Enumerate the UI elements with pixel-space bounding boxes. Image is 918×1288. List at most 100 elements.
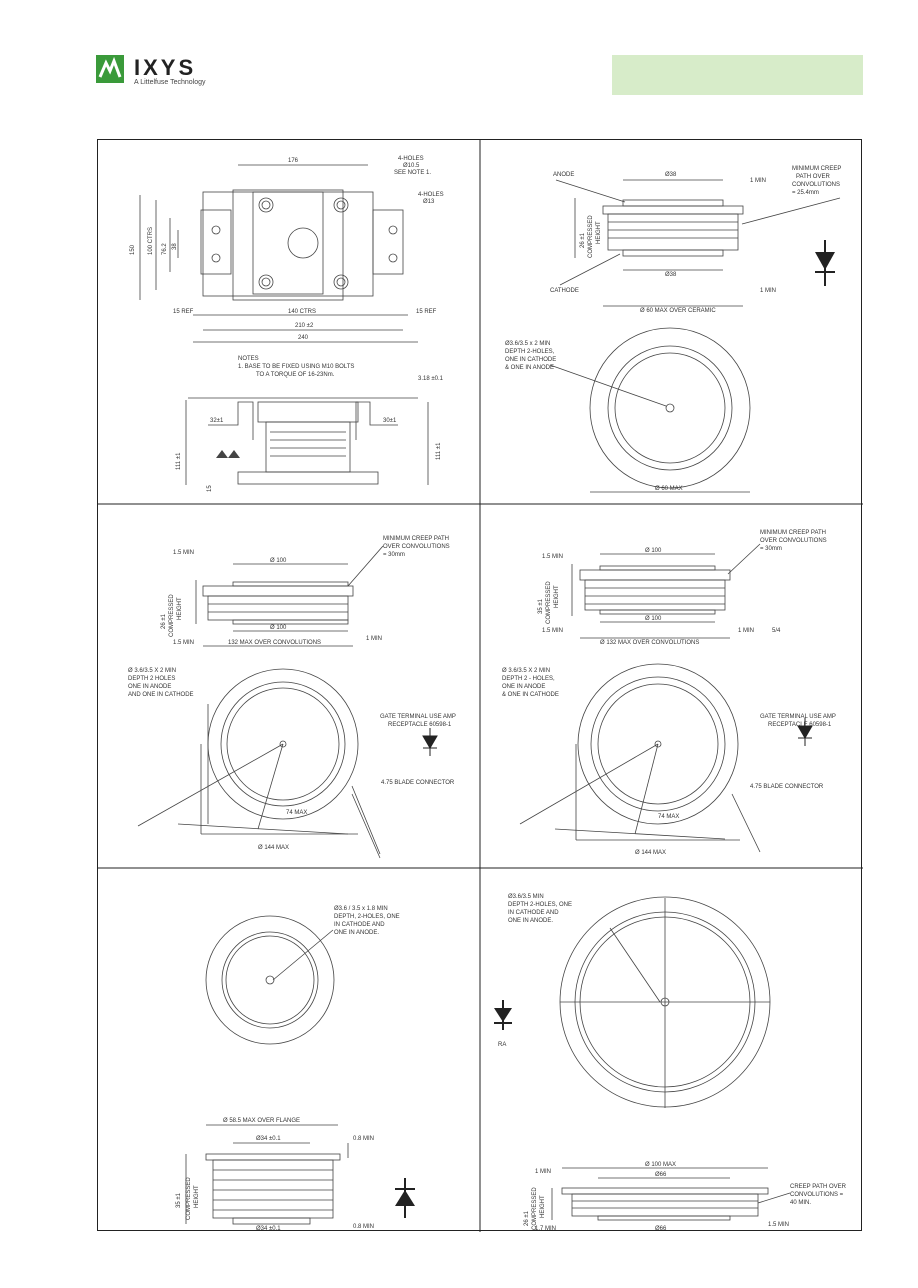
d4-creep-1: MINIMUM CREEP PATH <box>760 530 826 536</box>
d1-top-dim: 176 <box>288 158 299 164</box>
d2-min1: 1 MIN <box>750 178 766 184</box>
d2-ceramic: Ø 60 MAX OVER CERAMIC <box>640 308 716 314</box>
d1-ref-right: 15 REF <box>416 309 437 315</box>
d1-left-100: 100 CTRS <box>148 227 154 255</box>
d5-top-dia: Ø34 ±0.1 <box>256 1136 281 1142</box>
d6-hole-3: IN CATHODE AND <box>508 910 559 916</box>
d3-hole-2: DEPTH 2 HOLES <box>128 676 175 682</box>
d2-hole-2: DEPTH 2-HOLES, <box>505 349 555 355</box>
d3-hole-1: Ø 3.6/3.5 X 2 MIN <box>128 668 176 674</box>
d1-see-note: SEE NOTE 1. <box>394 170 431 176</box>
d1-dim-318: 3.18 ±0.1 <box>418 376 444 382</box>
d3-hole-4: AND ONE IN CATHODE <box>128 692 194 698</box>
d5-hole-2: DEPTH, 2-HOLES, ONE <box>334 914 400 920</box>
d1-dim-111-right: 111 ±1 <box>436 442 442 460</box>
header-band <box>612 55 863 95</box>
d2-creep-4: = 25.4mm <box>792 190 819 196</box>
d4-bottom-dia: Ø 100 <box>645 616 662 622</box>
d5-min08b: 0.8 MIN <box>353 1224 374 1230</box>
d4-h2: COMPRESSED <box>546 581 552 624</box>
d2-hole-4: & ONE IN ANODE <box>505 365 554 371</box>
d5-hole-4: ONE IN ANODE. <box>334 930 379 936</box>
d4-h1: 35 ±1 <box>538 598 544 614</box>
drawing-disc-100: Ø3.6/3.5 MIN DEPTH 2-HOLES, ONE IN CATHO… <box>480 868 863 1232</box>
d1-holes-b: 4-HOLES <box>418 192 444 198</box>
d2-creep-3: CONVOLUTIONS <box>792 182 840 188</box>
d4-hole-4: & ONE IN CATHODE <box>502 692 559 698</box>
d4-min1: 1 MIN <box>738 628 754 634</box>
d5-h3: HEIGHT <box>194 1185 200 1208</box>
d2-bottom-dia: Ø38 <box>665 272 677 278</box>
d4-gate-1: GATE TERMINAL USE AMP <box>760 714 836 720</box>
d1-dim-111-left: 111 ±1 <box>176 452 182 470</box>
d6-outer-dia: Ø 100 MAX <box>645 1162 676 1168</box>
d4-min15b: 1.5 MIN <box>542 628 563 634</box>
drawing-disc-58: Ø3.6 / 3.5 x 1.8 MIN DEPTH, 2-HOLES, ONE… <box>98 868 480 1232</box>
d6-min1: 1 MIN <box>535 1169 551 1175</box>
d2-height-3: HEIGHT <box>596 221 602 244</box>
d3-min15a: 1.5 MIN <box>173 550 194 556</box>
drawing-disc-60: ANODE Ø38 1 MIN MINIMUM CREEP PATH OVER … <box>480 140 863 504</box>
d5-hole-1: Ø3.6 / 3.5 x 1.8 MIN <box>334 906 388 912</box>
d5-bottom-dia: Ø34 ±0.1 <box>256 1226 281 1232</box>
d3-creep-3: = 30mm <box>383 552 405 558</box>
d3-dim74: 74 MAX <box>286 810 307 816</box>
d1-dim-15: 15 <box>207 485 213 492</box>
d4-hole-2: DEPTH 2 - HOLES, <box>502 676 555 682</box>
d4-dim-5: 5/4 <box>772 628 781 634</box>
d1-dim-30: 30±1 <box>383 418 397 424</box>
d6-h3: HEIGHT <box>540 1195 546 1218</box>
d4-min15a: 1.5 MIN <box>542 554 563 560</box>
d2-hole-3: ONE IN CATHODE <box>505 357 556 363</box>
drawing-module-package: 176 4-HOLES Ø10.5 SEE NOTE 1. 4-HOLES Ø1… <box>98 140 480 504</box>
d2-outer: Ø 60 MAX <box>655 486 683 492</box>
d4-dim74: 74 MAX <box>658 814 679 820</box>
d3-creep-1: MINIMUM CREEP PATH <box>383 536 449 542</box>
d6-top-dia: Ø66 <box>655 1172 667 1178</box>
d1-left-38: 38 <box>172 243 178 250</box>
d3-h1: 26 ±1 <box>161 613 167 629</box>
d6-symbol-label: RA <box>498 1042 506 1048</box>
brand-logo: IXYS A Littelfuse Technology <box>96 53 216 89</box>
d6-creep-1: CREEP PATH OVER <box>790 1184 847 1190</box>
d4-top-dia: Ø 100 <box>645 548 662 554</box>
d4-creep-3: = 30mm <box>760 546 782 552</box>
d2-creep-1: MINIMUM CREEP <box>792 166 841 172</box>
d1-left-76: 76.2 <box>162 243 168 255</box>
d1-ctrs-140: 140 CTRS <box>288 309 316 315</box>
d3-hole-3: ONE IN ANODE <box>128 684 171 690</box>
d2-creep-2: PATH OVER <box>796 174 830 180</box>
d4-hole-3: ONE IN ANODE <box>502 684 545 690</box>
d4-conv: Ø 132 MAX OVER CONVOLUTIONS <box>600 640 699 646</box>
d1-dim-240: 240 <box>298 335 309 341</box>
d1-note-1: 1. BASE TO BE FIXED USING M10 BOLTS <box>238 364 354 370</box>
d3-blade: 4.75 BLADE CONNECTOR <box>381 780 455 786</box>
d3-gate-2: RECEPTACLE 60598-1 <box>388 722 452 728</box>
d2-top-dia: Ø38 <box>665 172 677 178</box>
d3-bottom-dia: Ø 100 <box>270 625 287 631</box>
d1-dim-32: 32±1 <box>210 418 224 424</box>
d1-ref-left: 15 REF <box>173 309 194 315</box>
d3-conv: 132 MAX OVER CONVOLUTIONS <box>228 640 321 646</box>
d3-gate-1: GATE TERMINAL USE AMP <box>380 714 456 720</box>
logo-mark-icon <box>96 55 124 83</box>
d2-height-2: COMPRESSED <box>588 215 594 258</box>
d6-min17: 1.7 MIN <box>535 1226 556 1232</box>
d4-blade: 4.75 BLADE CONNECTOR <box>750 784 824 790</box>
d3-creep-2: OVER CONVOLUTIONS <box>383 544 450 550</box>
d2-anode: ANODE <box>553 172 574 178</box>
d3-outer: Ø 144 MAX <box>258 845 289 851</box>
d4-gate-2: RECEPTACLE 60598-1 <box>768 722 832 728</box>
d6-bottom-dia: Ø66 <box>655 1226 667 1232</box>
brand-tagline: A Littelfuse Technology <box>134 79 206 86</box>
d1-holes-a: 4-HOLES <box>398 156 424 162</box>
drawing-disc-144-26: 1.5 MIN Ø 100 MINIMUM CREEP PATH OVER CO… <box>98 504 480 868</box>
d6-hole-4: ONE IN ANODE. <box>508 918 553 924</box>
d3-top-dia: Ø 100 <box>270 558 287 564</box>
d1-notes-title: NOTES <box>238 356 259 362</box>
d6-h1: 26 ±1 <box>524 1210 530 1226</box>
d6-creep-3: 40 MIN. <box>790 1200 811 1206</box>
d3-min1: 1 MIN <box>366 636 382 642</box>
grid-lines <box>98 140 863 1232</box>
d1-holes-b-dia: Ø13 <box>423 199 435 205</box>
